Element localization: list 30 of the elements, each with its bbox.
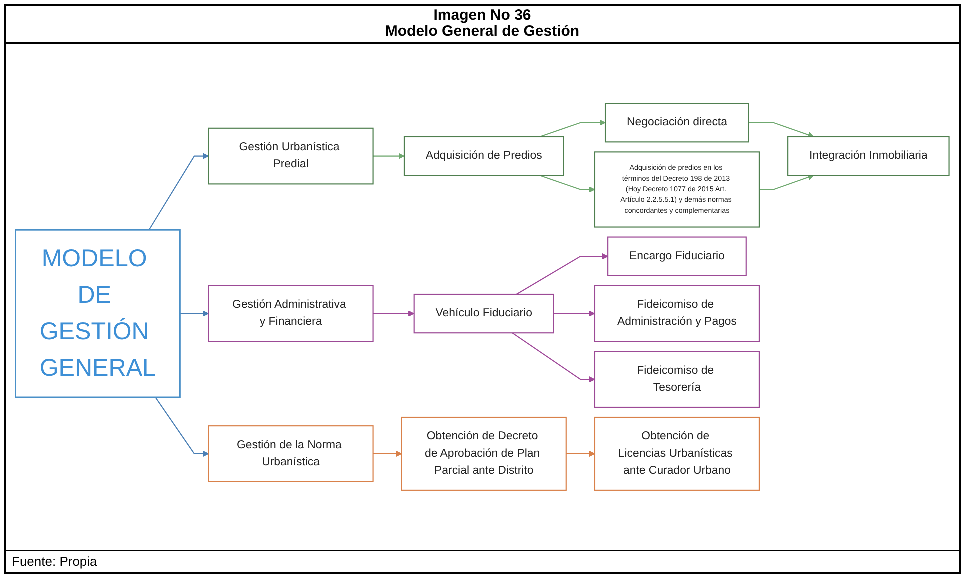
- node-box: Gestión Administrativa y Financiera: [208, 285, 374, 342]
- node-box: Obtención de Licencias Urbanísticas ante Curador Urbano: [594, 416, 760, 491]
- node-box: Gestión Urbanística Predial: [208, 128, 374, 185]
- arrow: [554, 310, 596, 317]
- arrow: [373, 450, 402, 458]
- arrow: [148, 153, 210, 230]
- diagram-title: Imagen No 36: [434, 8, 532, 24]
- node-box: Integración Inmobiliaria: [788, 136, 950, 176]
- diagram-subtitle: Modelo General de Gestión: [385, 24, 580, 40]
- node-box: Fideicomiso de Tesorería: [594, 351, 760, 408]
- arrow: [540, 175, 596, 193]
- arrow: [540, 120, 606, 138]
- node-box: Encargo Fiduciario: [608, 236, 747, 276]
- arrow: [373, 153, 405, 160]
- node-box: Obtención de Decreto de Aprobación de Plan Parcial ante Distrito: [401, 416, 567, 491]
- node-box: Vehículo Fiduciario: [414, 294, 554, 334]
- node-box: Adquisición de Predios: [404, 136, 564, 176]
- source-caption: Fuente: Propia: [12, 554, 98, 569]
- arrow: [516, 253, 608, 295]
- node-box: Gestión de la Norma Urbanística: [208, 426, 374, 482]
- arrow: [512, 332, 596, 383]
- node-box: MODELO DE GESTIÓN GENERAL: [15, 229, 181, 398]
- arrow: [566, 450, 596, 458]
- arrow: [155, 397, 210, 458]
- arrow: [180, 310, 210, 317]
- arrow: [373, 310, 415, 317]
- node-box: Fideicomiso de Administración y Pagos: [594, 285, 760, 342]
- arrow: [759, 174, 814, 190]
- arrow: [748, 122, 814, 138]
- node-box: Negociación directa: [604, 103, 750, 143]
